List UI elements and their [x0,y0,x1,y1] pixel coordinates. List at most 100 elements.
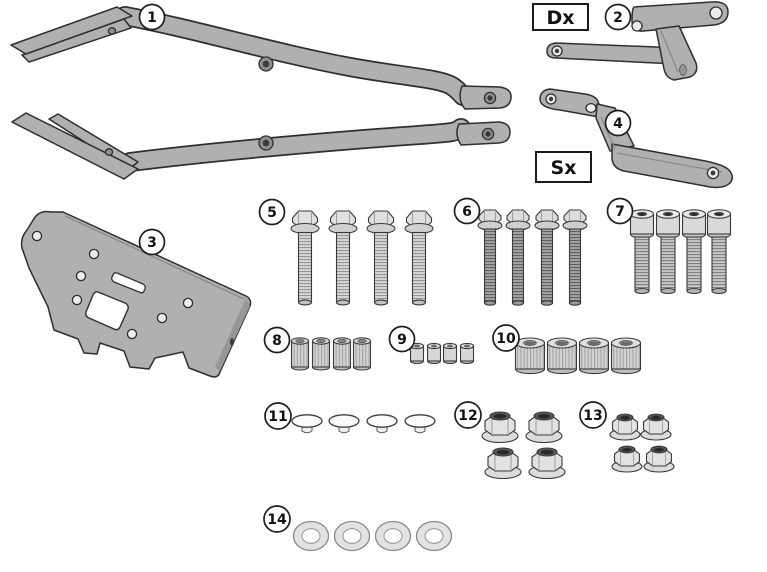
flange-lock-nut-large [484,447,522,480]
callout-part-9: 9 [388,325,416,353]
bracket-end-hole-center [710,170,716,176]
cover-cap [328,414,360,434]
callout-circle [454,401,482,429]
spacer-large [578,337,610,375]
callout-part-3: 3 [138,228,166,256]
part-7-socket-screws [629,209,732,295]
bracket-arm-hole-center [554,48,560,54]
callout-circle [258,198,286,226]
hex-flange-bolt-long [534,209,560,306]
rail-foot-hole-center [487,95,493,101]
plate-hole [156,312,168,324]
hex-flange-bolt [328,210,358,306]
rail-tube [121,119,470,171]
callout-part-14: 14 [263,505,291,533]
cover-cap [366,414,398,434]
callout-part-7: 7 [606,197,634,225]
rail-foot-hole-center [485,131,491,137]
hex-flange-bolt-long [505,209,531,306]
plate-center-cutout [85,291,129,331]
bracket-arm-hole-1-center [548,96,554,102]
bracket-bar-hole-small [631,20,643,32]
plate-hole [71,294,83,306]
flange-lock-nut-large [481,411,519,444]
callout-part-5: 5 [258,198,286,226]
part-3-mounting-plate [20,210,252,378]
flat-washer [292,520,330,552]
side-label-right: Dx [532,3,589,31]
callout-part-4: 4 [604,109,632,137]
callout-circle [263,505,291,533]
hex-flange-bolt-long [477,209,503,306]
side-label-left: Sx [535,151,592,183]
plate-top-edge-line [64,215,245,300]
plate-hole [126,328,138,340]
callout-number: 13 [583,408,602,424]
rail-blade-hole [107,27,117,35]
bracket-body [655,25,698,81]
rail-mount-blade [11,112,139,180]
flat-washer [374,520,412,552]
callout-circle [388,325,416,353]
part-2-bracket-right [546,1,729,81]
bracket-foot-detail [679,64,687,76]
spacer-small [442,342,458,365]
socket-head-screw [629,209,655,295]
part-11-cover-caps [291,414,436,434]
callout-part-11: 11 [264,402,292,430]
callout-number: 1 [147,10,157,26]
callout-circle [492,324,520,352]
callout-number: 12 [458,408,477,424]
rail-bottom [11,112,511,180]
part-13-lock-nuts-small [609,413,675,473]
flange-lock-nut-large [528,447,566,480]
callout-circle [263,326,291,354]
cover-cap [291,414,323,434]
plate-hole [75,270,87,282]
bracket-arm-hole-2 [585,102,597,114]
flat-washer [333,520,371,552]
plate-edge-band [215,298,250,371]
callout-part-1: 1 [138,3,166,31]
bracket-fold-line [660,30,679,73]
callout-number: 11 [268,409,287,425]
flange-lock-nut-small [643,445,675,473]
spacer-medium [311,337,331,371]
callout-circle [138,228,166,256]
socket-head-screw [706,209,732,295]
flange-lock-nut-small [611,445,643,473]
callout-circle [264,402,292,430]
spacer-small [459,342,475,365]
plate-edge-hole [230,338,234,346]
callout-circle [579,401,607,429]
plate-hole [31,230,43,242]
hex-flange-bolt [404,210,434,306]
callout-number: 8 [272,333,282,349]
part-8-spacers-medium [290,337,372,371]
part-9-spacers-small [409,342,475,365]
plate-hole [88,248,100,260]
callout-circle [606,197,634,225]
flat-washer [415,520,453,552]
dx-label-box [532,3,589,31]
bracket-top-bar [631,1,729,32]
part-6-bolts [477,209,588,306]
spacer-medium [332,337,352,371]
rail-tube [116,7,472,105]
plate-hole [182,297,194,309]
callout-number: 14 [267,512,287,528]
callout-part-8: 8 [263,326,291,354]
cover-cap [404,414,436,434]
rail-mid-hole-center [262,60,270,68]
spacer-medium [352,337,372,371]
callout-part-13: 13 [579,401,607,429]
spacer-medium [290,337,310,371]
part-12-lock-nuts-large [481,411,566,480]
plate-slot [111,272,146,294]
callouts: 1 2 3 4 5 6 7 8 9 10 11 12 13 14 [138,3,634,533]
bracket-fold-line [600,116,723,173]
dx-label-text: Dx [546,7,574,29]
part-5-bolts [290,210,434,306]
